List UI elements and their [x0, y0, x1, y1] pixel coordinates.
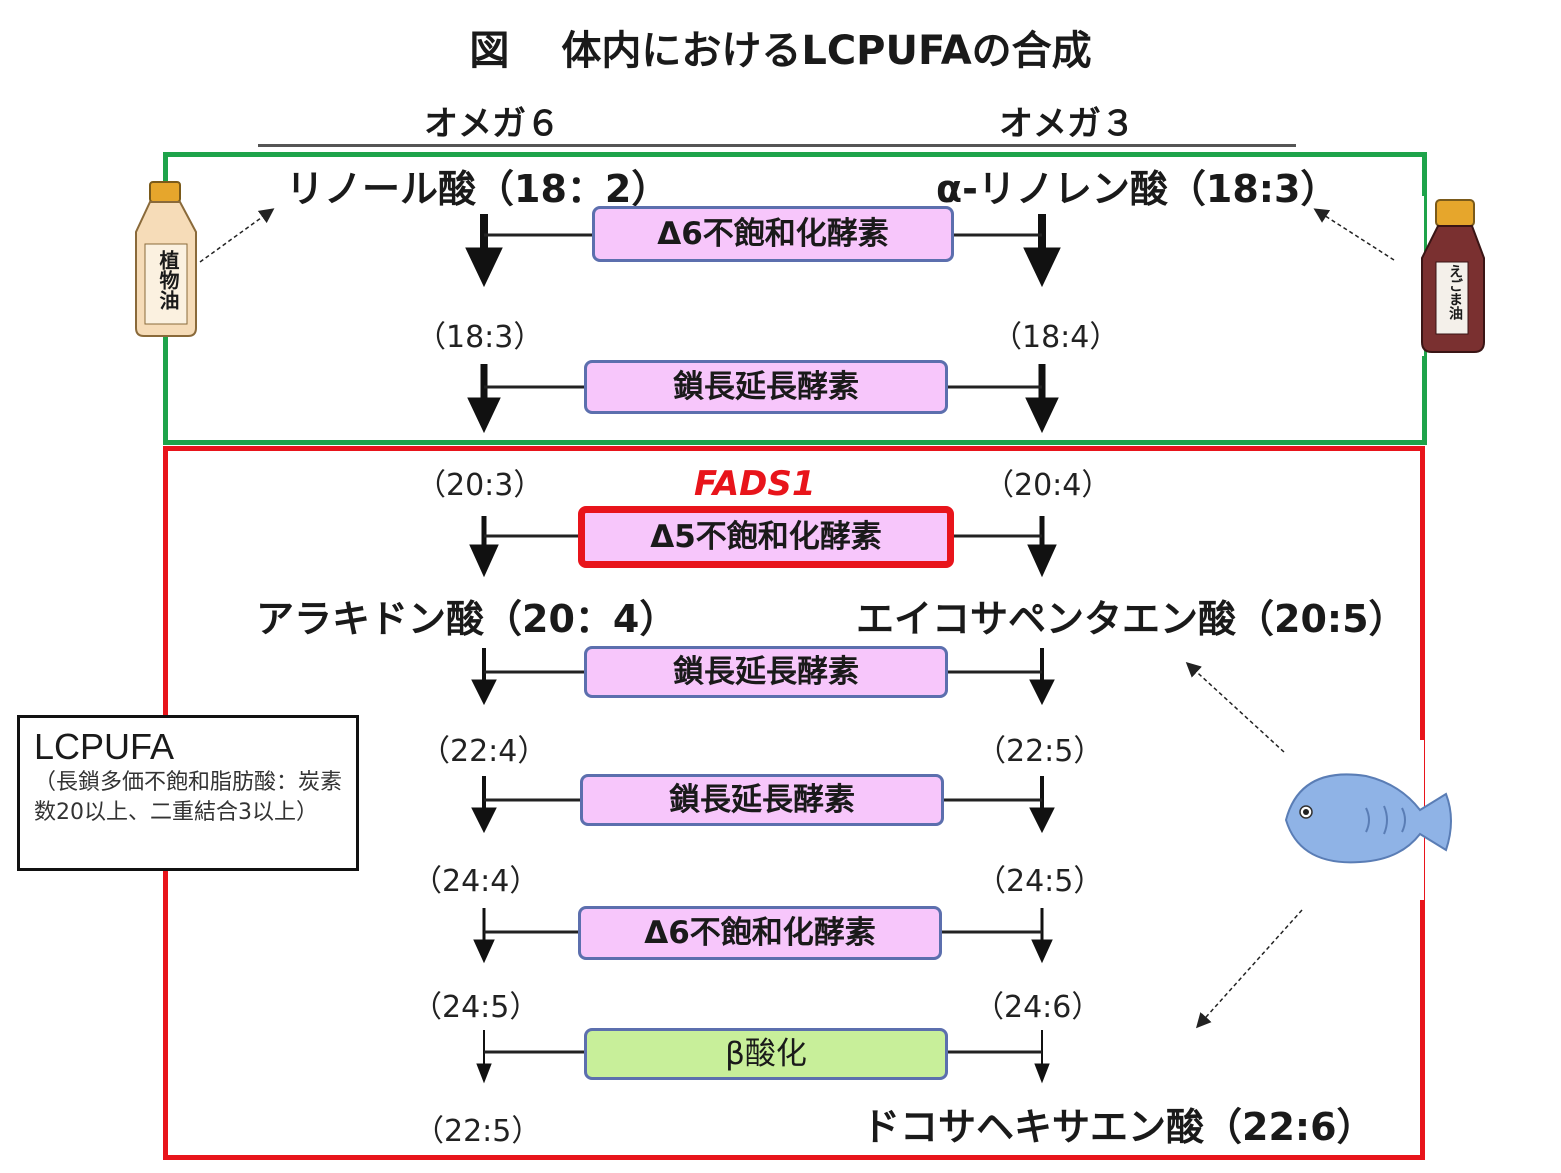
perilla-oil-bottle-icon	[1421, 199, 1485, 353]
figure-title-text: 体内におけるLCPUFAの合成	[561, 28, 1092, 74]
intermediate-20-3: （20:3）	[416, 468, 544, 503]
intermediate-24-5: （24:5）	[976, 864, 1104, 899]
vegetable-oil-bottle-icon	[135, 181, 197, 337]
left-arrows	[465, 214, 503, 1084]
legend-title: LCPUFA	[34, 726, 175, 767]
enzyme-connectors	[484, 233, 1042, 1054]
intermediate-22-4: （22:4）	[420, 734, 548, 769]
header-divider	[258, 144, 1296, 147]
docosahexaenoic-acid: ドコサヘキサエン酸（22:6）	[862, 1105, 1375, 1149]
alpha-linolenic-acid: α-リノレン酸（18:3）	[936, 167, 1339, 211]
delta6-desaturase-2: Δ6不飽和化酵素	[578, 906, 942, 960]
perilla-oil-label: えごま油	[1447, 264, 1463, 320]
intermediate-22-5-omega6: （22:5）	[414, 1114, 542, 1149]
beta-oxidation: β酸化	[584, 1028, 948, 1080]
right-arrows	[1023, 214, 1061, 1084]
intermediate-18-4: （18:4）	[992, 320, 1120, 355]
fads1-gene-label: FADS1	[694, 464, 816, 504]
lcpufa-legend: LCPUFA （長鎖多価不飽和脂肪酸：炭素数20以上、二重結合3以上）	[17, 715, 359, 871]
intermediate-24-5-omega6: （24:5）	[412, 990, 540, 1025]
column-header-omega6: オメガ６	[424, 104, 560, 144]
intermediate-22-5: （22:5）	[976, 734, 1104, 769]
eicosapentaenoic-acid: エイコサペンタエン酸（20:5）	[856, 597, 1407, 641]
box-gap	[1410, 196, 1424, 356]
elongase-3: 鎖長延長酵素	[580, 774, 944, 826]
intermediate-24-4: （24:4）	[412, 864, 540, 899]
source-pointers	[199, 208, 1395, 1029]
elongase-2: 鎖長延長酵素	[584, 646, 948, 698]
intermediate-24-6: （24:6）	[974, 990, 1102, 1025]
linoleic-acid: リノール酸（18：2）	[286, 167, 670, 211]
arachidonic-acid: アラキドン酸（20：4）	[256, 597, 678, 641]
column-header-omega3: オメガ３	[999, 104, 1135, 144]
figure-label: 図	[469, 28, 510, 74]
intermediate-20-4: （20:4）	[984, 468, 1112, 503]
vegetable-oil-label: 植物油	[156, 250, 180, 310]
figure-title: 図 体内におけるLCPUFAの合成	[0, 18, 1561, 76]
delta5-desaturase: Δ5不飽和化酵素	[578, 506, 954, 568]
elongase-1: 鎖長延長酵素	[584, 360, 948, 414]
intermediate-18-3: （18:3）	[416, 320, 544, 355]
legend-description: （長鎖多価不飽和脂肪酸：炭素数20以上、二重結合3以上）	[34, 770, 343, 825]
fish-icon	[1284, 773, 1452, 864]
delta6-desaturase-1: Δ6不飽和化酵素	[592, 206, 954, 262]
